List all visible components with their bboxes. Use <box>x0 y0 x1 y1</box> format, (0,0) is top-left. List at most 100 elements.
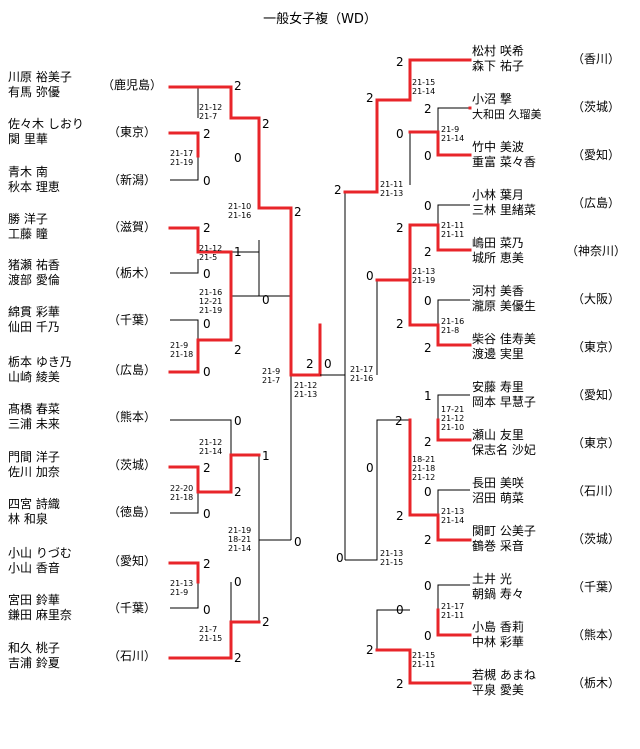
player-name: 保志名 沙妃 <box>472 443 536 457</box>
win-l-aichi <box>168 561 200 584</box>
match-score: 2 <box>203 221 211 235</box>
set-score: 21-14 <box>441 134 465 143</box>
match-score: 0 <box>234 151 242 165</box>
match-score: 2 <box>366 643 374 657</box>
prefecture: （東京） <box>107 125 156 139</box>
prefecture: （神奈川） <box>565 244 626 258</box>
match-score: 2 <box>334 183 342 197</box>
match-score: 2 <box>424 435 432 449</box>
set-score: 21-9 <box>170 341 189 350</box>
prefecture: （石川） <box>571 484 620 498</box>
player-name: 嶋田 菜乃 <box>472 236 524 250</box>
set-score: 21-17 <box>441 602 465 611</box>
player-name: 中林 彩華 <box>472 635 524 649</box>
match-score: 2 <box>396 677 404 691</box>
win-r-tokyo2 <box>436 418 472 442</box>
prefecture: （千葉） <box>107 601 156 615</box>
match-score: 0 <box>424 199 432 213</box>
match-score: 2 <box>424 341 432 355</box>
win-l-kagoshima <box>168 85 233 120</box>
win-l-qf-top <box>257 206 293 377</box>
set-score: 21-13 <box>441 507 465 516</box>
win-r-aichi <box>408 130 472 157</box>
player-name: 朝鍋 寿々 <box>472 587 524 601</box>
match-score: 2 <box>424 533 432 547</box>
line-r-r1c-loser <box>437 299 470 325</box>
left-bracket-wins <box>168 85 322 660</box>
player-name: 小島 香莉 <box>472 620 524 634</box>
player-name: 城所 恵美 <box>472 251 524 265</box>
set-score: 21-14 <box>412 87 436 96</box>
player-name: 門間 洋子 <box>8 450 60 464</box>
set-score: 21-13 <box>412 267 436 276</box>
match-score: 2 <box>294 205 302 219</box>
match-score: 2 <box>234 651 242 665</box>
set-score: 21-13 <box>294 390 318 399</box>
line-l-r1a-loser <box>170 156 199 181</box>
player-name: 岡本 早慧子 <box>472 395 536 409</box>
prefecture: （滋賀） <box>107 220 156 234</box>
set-score: 21-18 <box>170 350 194 359</box>
player-name: 吉浦 鈴夏 <box>8 656 60 670</box>
player-name: 佐川 加奈 <box>8 465 60 479</box>
player-name: 林 和泉 <box>8 512 48 526</box>
set-score: 21-7 <box>262 376 281 385</box>
set-score: 21-12 <box>441 414 465 423</box>
prefecture: （鹿児島） <box>101 78 162 92</box>
set-score: 21-7 <box>199 112 218 121</box>
line-l-r1d-loser <box>170 492 199 514</box>
line-r-r1d-loser <box>437 394 470 420</box>
set-score: 21-11 <box>441 221 465 230</box>
match-score: 2 <box>424 245 432 259</box>
match-score: 0 <box>366 269 374 283</box>
set-score: 21-12 <box>199 103 223 112</box>
prefecture: （広島） <box>107 363 156 377</box>
player-name: 栃本 ゆき乃 <box>8 355 72 369</box>
win-r-tochigi <box>375 648 472 685</box>
set-score: 17-21 <box>441 405 465 414</box>
player-name: 瀬山 友里 <box>472 428 524 442</box>
set-score: 18-21 <box>412 455 436 464</box>
player-name: 渡邊 実里 <box>472 347 524 361</box>
match-score: 0 <box>234 575 242 589</box>
player-name: 鎌田 麻里奈 <box>8 608 72 622</box>
win-r-kagawa <box>408 58 472 102</box>
player-name: 猪瀬 祐香 <box>8 258 60 272</box>
player-name: 有馬 弥優 <box>8 85 60 99</box>
match-score: 0 <box>424 149 432 163</box>
win-r-kumamoto <box>436 608 472 637</box>
player-name: 三浦 未来 <box>8 417 60 431</box>
set-score: 21-11 <box>441 230 465 239</box>
match-score: 0 <box>203 603 211 617</box>
player-name: 宮田 鈴華 <box>8 593 60 607</box>
set-score: 21-5 <box>199 253 218 262</box>
player-name: 竹中 美波 <box>472 140 524 154</box>
prefecture: （千葉） <box>107 313 156 327</box>
set-score: 21-14 <box>199 447 223 456</box>
set-score: 21-17 <box>350 365 374 374</box>
set-score: 21-14 <box>441 516 465 525</box>
set-score: 12-21 <box>199 297 223 306</box>
player-name: 安藤 寿里 <box>472 380 524 394</box>
match-score: 2 <box>396 509 404 523</box>
match-score: 2 <box>234 343 242 357</box>
line-r-r1b-loser <box>437 204 470 225</box>
set-score: 21-9 <box>262 367 281 376</box>
set-score: 21-11 <box>412 660 436 669</box>
set-score: 21-18 <box>412 464 436 473</box>
match-score: 2 <box>203 127 211 141</box>
set-score: 21-7 <box>199 625 218 634</box>
prefecture: （愛知） <box>107 554 156 568</box>
prefecture: （愛知） <box>571 388 620 402</box>
set-score: 21-16 <box>199 288 223 297</box>
line-r-r1f-loser <box>437 584 470 610</box>
set-score: 21-8 <box>441 326 460 335</box>
win-l-hiroshima <box>168 338 200 374</box>
win-l-ishikawa <box>168 620 233 660</box>
player-name: 土井 光 <box>472 572 512 586</box>
set-score: 21-13 <box>170 579 194 588</box>
player-name: 松村 咲希 <box>472 44 524 58</box>
match-score: 2 <box>395 414 403 428</box>
set-score: 22-20 <box>170 484 194 493</box>
set-score: 21-11 <box>380 180 404 189</box>
